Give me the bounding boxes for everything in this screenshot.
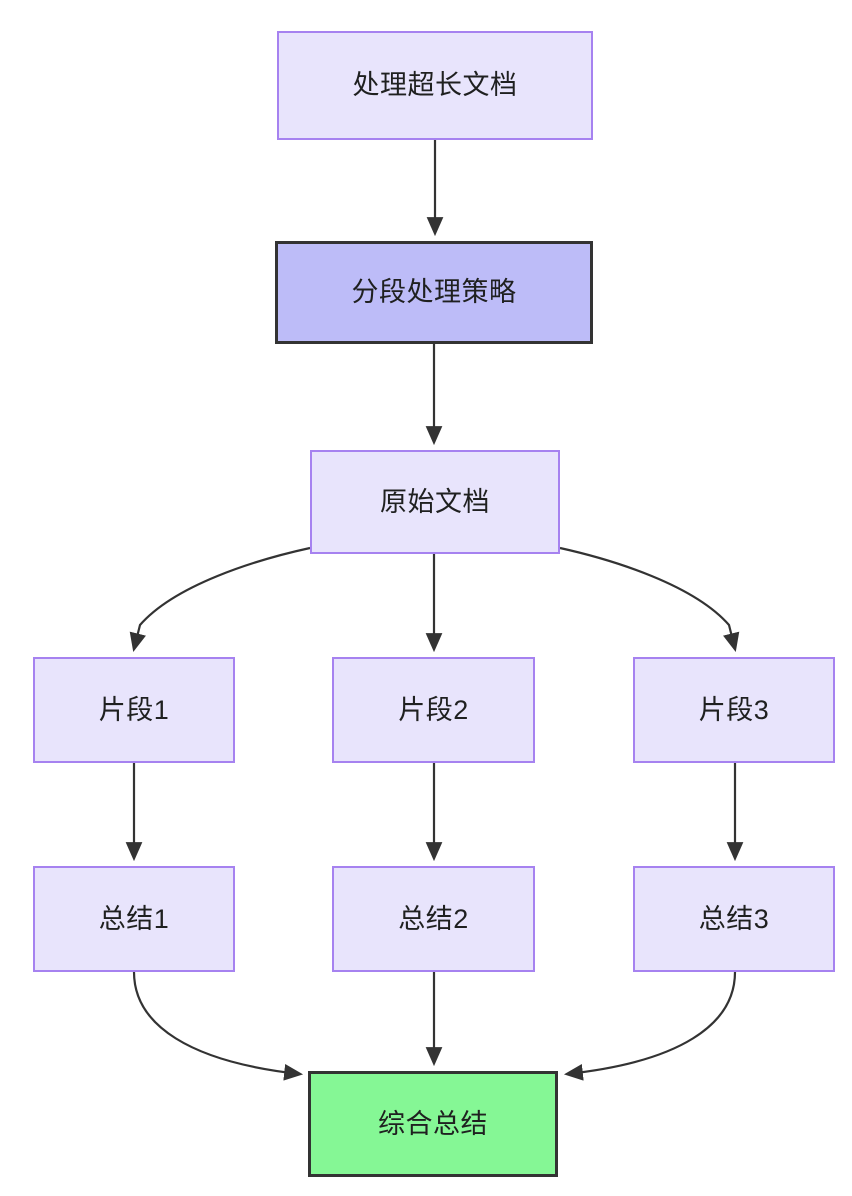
edge-n8-n9 xyxy=(563,971,737,1081)
node-n7[interactable]: 总结2 xyxy=(332,866,535,972)
edge-n6-n9 xyxy=(132,971,304,1081)
node-label: 综合总结 xyxy=(378,1108,488,1139)
node-n6[interactable]: 总结1 xyxy=(33,866,235,972)
node-n2[interactable]: 原始文档 xyxy=(310,450,560,554)
node-n8[interactable]: 总结3 xyxy=(633,866,835,972)
node-label: 原始文档 xyxy=(380,486,490,517)
node-label: 总结3 xyxy=(698,903,770,934)
node-label: 分段处理策略 xyxy=(351,277,517,308)
node-label: 片段1 xyxy=(98,694,170,725)
node-n1[interactable]: 分段处理策略 xyxy=(275,241,593,344)
node-label: 片段3 xyxy=(698,694,770,725)
node-n0[interactable]: 处理超长文档 xyxy=(277,31,593,140)
node-n9[interactable]: 综合总结 xyxy=(308,1071,558,1177)
node-label: 处理超长文档 xyxy=(352,70,518,101)
node-n5[interactable]: 片段3 xyxy=(633,657,835,763)
node-label: 总结2 xyxy=(398,903,469,934)
node-n3[interactable]: 片段1 xyxy=(33,657,235,763)
edge-n2-n5 xyxy=(559,546,740,652)
edge-n2-n3 xyxy=(129,546,311,652)
node-label: 总结1 xyxy=(98,903,170,934)
node-n4[interactable]: 片段2 xyxy=(332,657,535,763)
node-label: 片段2 xyxy=(398,694,469,725)
